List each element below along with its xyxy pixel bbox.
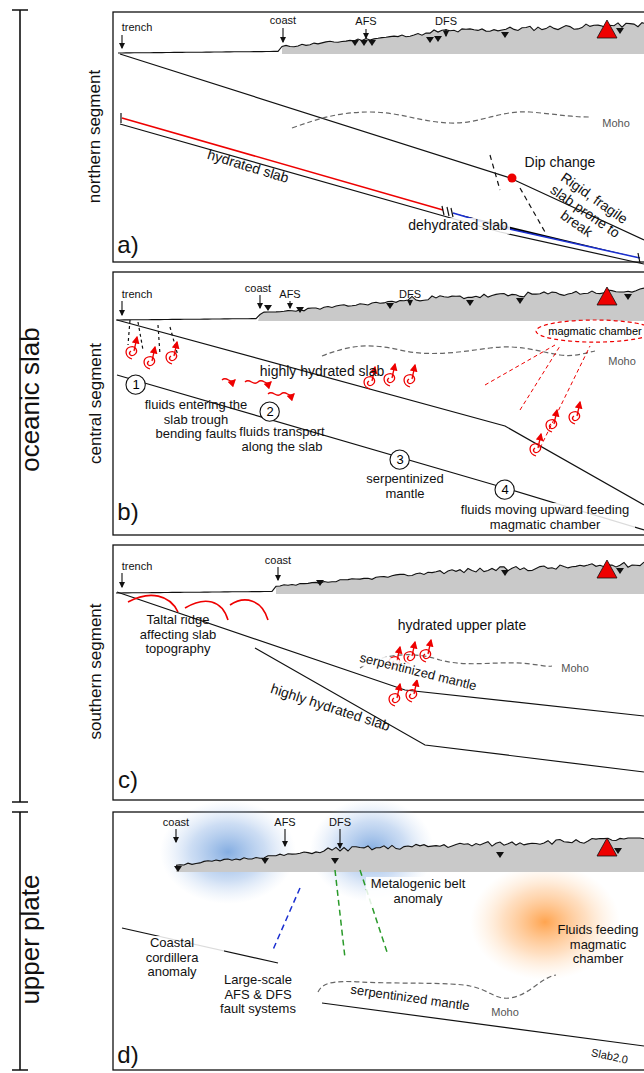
figure-label: northern segment (85, 70, 104, 203)
figure-label: b) (117, 499, 138, 526)
figure-label: AFS (355, 15, 376, 27)
figure-label: Moho (491, 1006, 519, 1018)
figure-label: AFS (279, 288, 300, 300)
figure-label: coast (265, 554, 291, 566)
figure-label: highly hydrated slab (260, 364, 385, 380)
figure-label: trench (122, 21, 153, 33)
node-text: magmatic chamber (548, 325, 642, 337)
figure-label: Moho (608, 355, 636, 367)
figure-label: dehydrated slab (406, 218, 510, 234)
node-text: 4 (501, 483, 508, 497)
magma-chamber-ellipse: magmatic chamber (535, 319, 644, 343)
figure-label: a) (117, 232, 138, 259)
figure-label: oceanic slab (15, 328, 44, 473)
figure-label: southern segment (85, 604, 104, 740)
figure-label: coast (245, 282, 271, 294)
callout-circle: 4 (494, 479, 515, 500)
figure-label: DFS (399, 288, 421, 300)
node-text: 2 (266, 405, 273, 419)
callout-circle: 3 (389, 449, 410, 470)
figure-label: serpentinized mantle (356, 650, 480, 694)
figure-label: trench (122, 288, 153, 300)
figure-label: Taltal ridge affecting slab topography (126, 613, 231, 657)
figure-label: trench (122, 560, 153, 572)
figure-label: coast (270, 14, 296, 26)
figure-label: central segment (85, 344, 104, 465)
callout-circle: 2 (259, 401, 280, 422)
figure-label: hydrated slab (206, 147, 291, 187)
node-text: 1 (132, 378, 139, 392)
figure-label: fluids transport along the slab (227, 425, 337, 454)
figure-label: c) (118, 767, 138, 794)
figure-label: fluids moving upward feeding magmatic ch… (456, 503, 635, 532)
figure-label: Large-scale AFS & DFS fault systems (211, 973, 305, 1017)
figure-label: fluids entering the slab trough bending … (141, 398, 251, 442)
figure-label: Slab2.0 (590, 1046, 629, 1066)
figure-label: Moho (561, 662, 589, 674)
figure-label: upper plate (15, 875, 44, 1005)
figure-label: coast (163, 816, 189, 828)
callout-circle: 1 (125, 374, 146, 395)
figure-label: d) (117, 1042, 138, 1069)
figure-label: AFS (274, 816, 295, 828)
figure-label: Fluids feeding magmatic chamber (551, 923, 644, 967)
figure-label: serpentinized mantle (358, 472, 453, 501)
node-text: 3 (396, 453, 403, 467)
figure-label: hydrated upper plate (398, 618, 526, 634)
figure-label: Dip change (525, 155, 596, 171)
figure-label: DFS (435, 15, 457, 27)
figure-label: highly hydrated slab (268, 681, 391, 734)
figure-label: DFS (329, 816, 351, 828)
figure-label: Coastal cordillera anomaly (120, 936, 224, 980)
figure-label: Metalogenic belt anomaly (366, 877, 470, 906)
figure-label: Moho (602, 117, 630, 129)
